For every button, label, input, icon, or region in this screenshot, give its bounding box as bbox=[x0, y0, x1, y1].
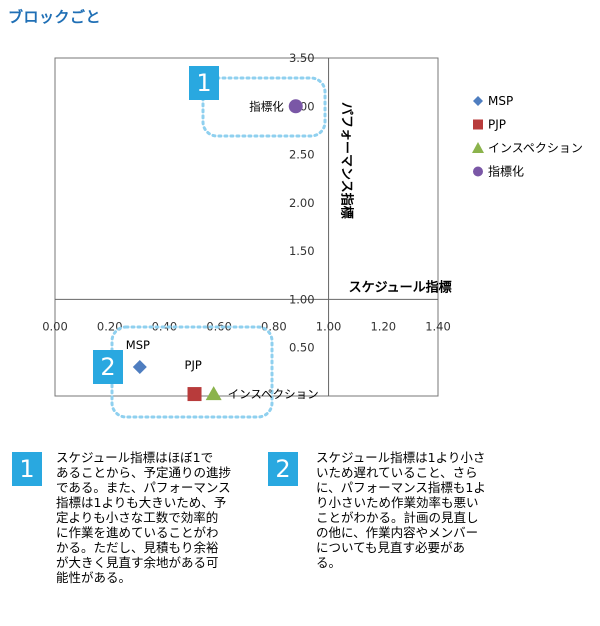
callout-1-badge: 1 bbox=[189, 66, 219, 100]
y-tick-label: 1.00 bbox=[289, 292, 315, 306]
x-axis-title: スケジュール指標 bbox=[349, 279, 452, 295]
y-tick-label: 3.50 bbox=[289, 51, 315, 65]
x-tick-label: 0.80 bbox=[261, 319, 287, 333]
note-2-badge: 2 bbox=[268, 452, 298, 486]
legend-marker bbox=[473, 166, 483, 177]
scatter-chart: 0.501.001.502.002.503.003.500.000.200.40… bbox=[42, 51, 583, 419]
note-1-badge: 1 bbox=[12, 452, 42, 486]
data-point-4 bbox=[288, 99, 303, 114]
plot-area-frame bbox=[54, 57, 439, 397]
data-label-4: 指標化 bbox=[249, 99, 284, 113]
x-tick-label: 1.40 bbox=[425, 319, 451, 333]
legend-label: インスペクション bbox=[488, 141, 583, 155]
y-tick-label: 2.50 bbox=[289, 148, 315, 162]
note-2-text: スケジュール指標は1より小さ いため遅れていること、さら に、パフォーマンス指標… bbox=[316, 450, 486, 570]
y-axis-title: パフォーマンス指標 bbox=[339, 102, 355, 219]
note-1-text: スケジュール指標はほぼ1で あることから、予定通りの進捗 である。また、パフォー… bbox=[56, 450, 232, 585]
legend-label: PJP bbox=[488, 118, 506, 132]
data-label-2: PJP bbox=[185, 358, 202, 372]
x-tick-label: 0.00 bbox=[42, 319, 68, 333]
data-label-1: MSP bbox=[126, 338, 150, 352]
y-tick-label: 1.50 bbox=[289, 244, 315, 258]
page-title: ブロックごと bbox=[8, 8, 102, 26]
data-label-3: インスペクション bbox=[228, 387, 319, 401]
x-tick-label: 1.00 bbox=[316, 319, 342, 333]
data-point-3 bbox=[205, 386, 222, 401]
y-tick-label: 0.50 bbox=[289, 341, 315, 355]
legend-label: MSP bbox=[488, 94, 513, 108]
x-tick-label: 1.20 bbox=[370, 319, 396, 333]
legend-marker bbox=[473, 96, 483, 106]
callout-2-badge: 2 bbox=[93, 350, 123, 384]
data-point-2 bbox=[187, 387, 202, 402]
legend-marker bbox=[473, 119, 483, 130]
legend-marker bbox=[472, 142, 484, 153]
x-tick-label: 0.20 bbox=[97, 319, 123, 333]
data-point-1 bbox=[132, 360, 147, 375]
y-tick-label: 2.00 bbox=[289, 196, 315, 210]
callout-1-outline bbox=[201, 76, 327, 138]
legend-label: 指標化 bbox=[488, 164, 524, 179]
